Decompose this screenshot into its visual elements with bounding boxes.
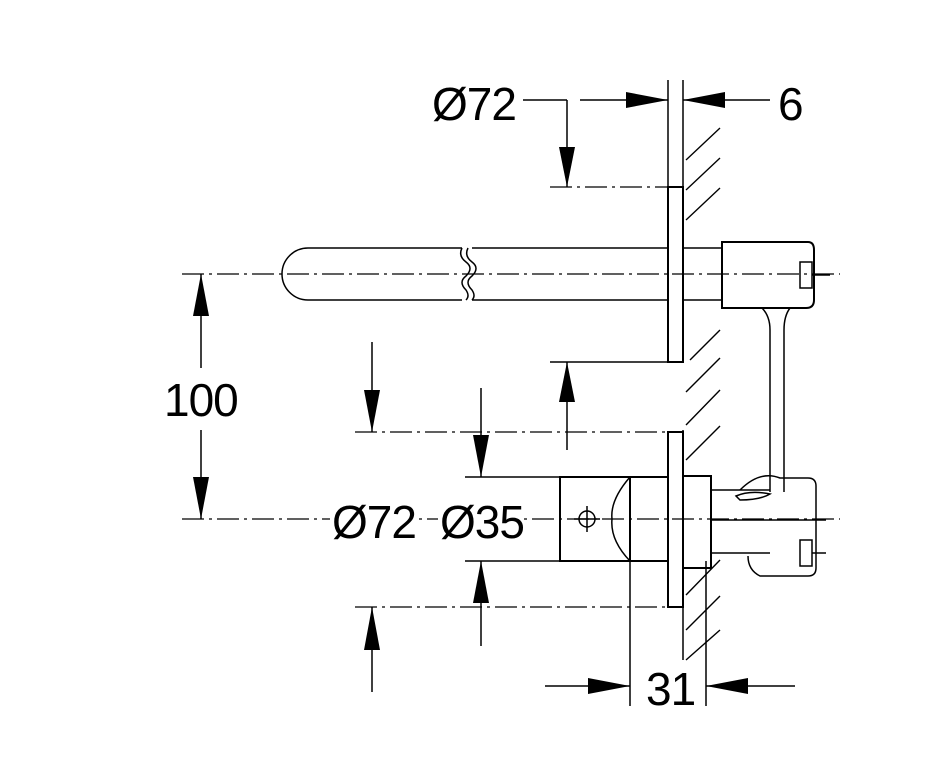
upper-flange-diameter-label: Ø72	[432, 78, 516, 130]
dim-upper-flange: Ø72	[432, 78, 575, 450]
wall-hatching	[682, 80, 721, 661]
spout	[281, 247, 722, 301]
handle-diameter-label: Ø35	[440, 496, 524, 548]
valve-body	[682, 470, 826, 577]
dim-plate-thickness: 6	[580, 78, 804, 187]
dim-handle-diameter: Ø35	[438, 388, 525, 646]
spout-height-label: 100	[164, 374, 238, 426]
dim-lower-flange: Ø72	[330, 342, 417, 692]
plate-thickness-label: 6	[778, 78, 803, 130]
dim-spout-height: 100	[164, 274, 239, 519]
dim-handle-depth: 31	[545, 561, 795, 715]
handle-depth-label: 31	[646, 663, 695, 715]
spout-body	[721, 241, 830, 470]
lower-flange-diameter-label: Ø72	[332, 496, 416, 548]
